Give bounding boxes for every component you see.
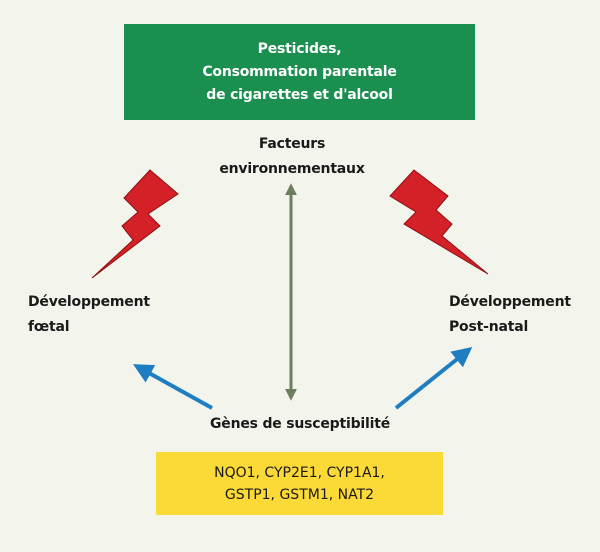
top-box-line-3: de cigarettes et d'alcool [206,86,393,103]
genes-label-text: Gènes de susceptibilité [210,416,390,432]
left-label-line-1: Développement [28,294,150,310]
top-box-line-1: Pesticides, [257,40,342,57]
right-label-line-2: Post-natal [449,319,529,335]
right-lightning-icon [389,169,489,275]
genes-line-2: GSTP1, GSTM1, NAT2 [224,486,375,503]
genes-to-postnatal-arrow [394,347,473,410]
left-label-line-2: fœtal [28,319,70,335]
genes-list-box: NQO1, CYP2E1, CYP1A1, GSTP1, GSTM1, NAT2 [156,452,443,515]
susceptibility-genes-label: Gènes de susceptibilité [190,412,410,437]
right-label-line-1: Développement [449,294,571,310]
environmental-factors-label: Facteurs environnementaux [214,132,370,182]
genes-to-foetal-arrow [133,364,213,410]
environmental-factors-box: Pesticides, Consommation parentale de ci… [124,24,475,120]
top-box-line-2: Consommation parentale [202,63,397,80]
left-lightning-icon [91,169,179,279]
foetal-development-label: Développement fœtal [28,290,150,340]
postnatal-development-label: Développement Post-natal [449,290,571,340]
env-label-line-2: environnementaux [219,161,365,177]
env-label-line-1: Facteurs [258,136,326,152]
genes-line-1: NQO1, CYP2E1, CYP1A1, [214,464,385,481]
